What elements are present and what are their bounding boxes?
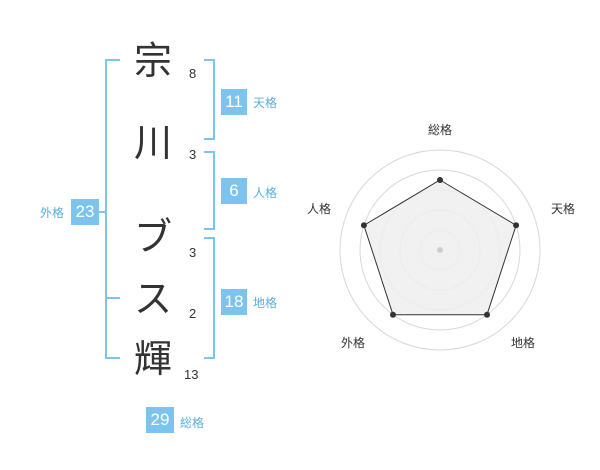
- stroke-count-3: 3: [189, 245, 197, 260]
- radar-point-jinkaku: [360, 222, 367, 229]
- stroke-count-4: 2: [189, 306, 197, 321]
- jinkaku-label: 人格: [253, 186, 278, 200]
- name-char-4: ス: [133, 277, 172, 321]
- soukaku-value: 29: [146, 407, 174, 433]
- chikaku-label: 地格: [253, 296, 278, 310]
- radar-label-left: 人格: [307, 201, 331, 216]
- radar-ring-2: [359, 169, 521, 331]
- radar-point-chikaku: [484, 311, 491, 318]
- radar-label-right: 天格: [551, 201, 575, 216]
- chikaku-bracket: [204, 237, 215, 359]
- jinkaku-bracket: [204, 151, 215, 230]
- gaikaku-bracket: [105, 59, 120, 359]
- name-char-3: ブ: [133, 215, 172, 259]
- radar-point-gaikaku: [389, 311, 396, 318]
- name-char-5: 輝: [133, 337, 172, 381]
- radar-label-bottom-left: 外格: [341, 335, 365, 350]
- gaikaku-label: 外格: [40, 206, 65, 220]
- radar-center-dot: [437, 247, 443, 253]
- tenkaku-value: 11: [221, 89, 247, 115]
- chikaku-value: 18: [221, 289, 247, 315]
- radar-ring-1: [339, 149, 541, 351]
- stroke-count-1: 8: [189, 66, 197, 81]
- name-char-2: 川: [133, 121, 172, 165]
- radar-point-soukaku: [437, 177, 443, 183]
- gaikaku-value: 23: [71, 199, 99, 225]
- jinkaku-value: 6: [221, 178, 247, 204]
- radar-label-bottom-right: 地格: [511, 335, 535, 350]
- radar-points: [360, 177, 520, 318]
- soukaku-label: 総格: [180, 416, 205, 430]
- tenkaku-bracket: [204, 59, 215, 140]
- stroke-count-5: 13: [184, 367, 199, 382]
- stroke-count-2: 3: [189, 147, 197, 162]
- tenkaku-label: 天格: [253, 96, 278, 110]
- radar-point-tenkaku: [513, 222, 520, 229]
- name-char-1: 宗: [133, 39, 172, 83]
- radar-label-top: 総格: [428, 122, 452, 137]
